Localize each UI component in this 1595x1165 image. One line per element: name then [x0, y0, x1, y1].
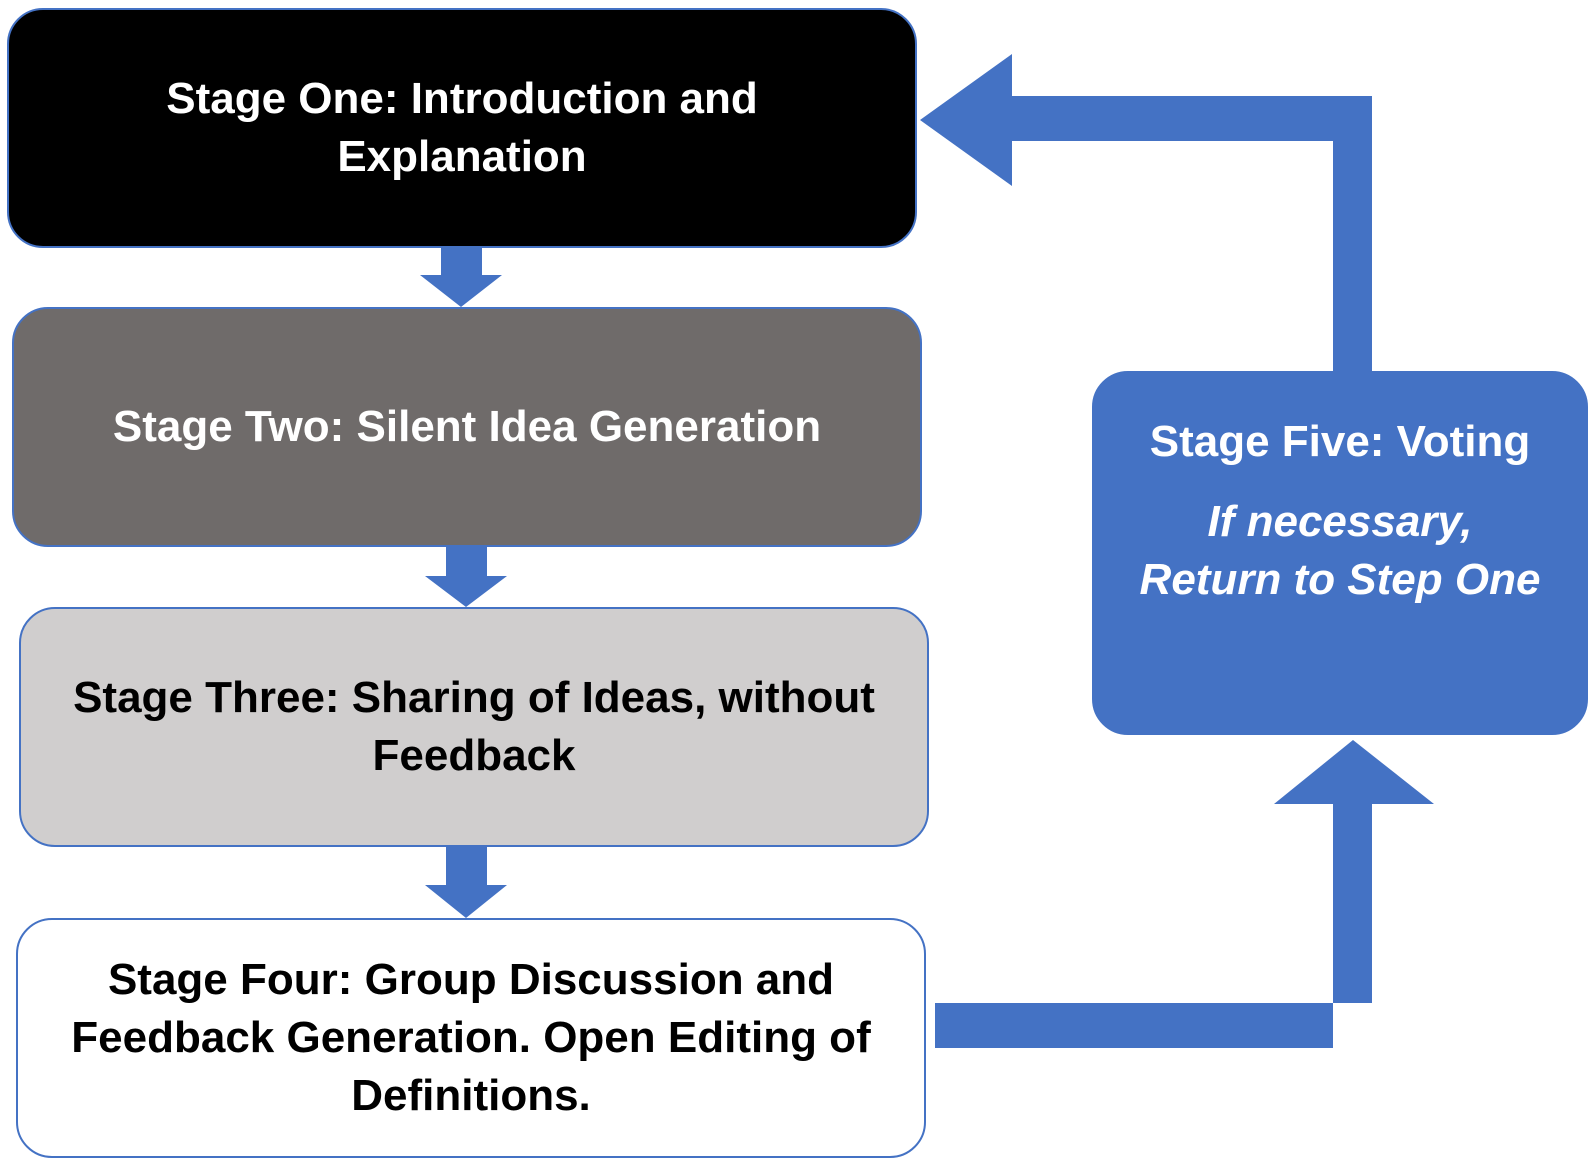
arrow-five-to-one: [920, 54, 1372, 371]
stage-four-label: Stage Four: Group Discussion and Feedbac…: [71, 955, 871, 1120]
arrow-two-to-three: [425, 547, 507, 607]
stage-four-box: Stage Four: Group Discussion and Feedbac…: [16, 918, 926, 1158]
stage-five-note: If necessary, Return to Step One: [1139, 497, 1541, 604]
stage-three-label: Stage Three: Sharing of Ideas, without F…: [73, 673, 875, 780]
stage-three-box: Stage Three: Sharing of Ideas, without F…: [19, 607, 929, 847]
arrow-four-to-five: [935, 740, 1434, 1048]
stage-two-box: Stage Two: Silent Idea Generation: [12, 307, 922, 547]
stage-five-box: Stage Five: Voting If necessary, Return …: [1092, 371, 1588, 735]
stage-two-label: Stage Two: Silent Idea Generation: [112, 402, 822, 451]
arrow-three-to-four: [425, 847, 507, 918]
arrow-one-to-two: [420, 248, 502, 307]
stage-five-title: Stage Five: Voting: [1149, 417, 1531, 466]
stage-one-box: Stage One: Introduction and Explanation: [7, 8, 917, 248]
stage-one-label: Stage One: Introduction and Explanation: [166, 74, 758, 181]
